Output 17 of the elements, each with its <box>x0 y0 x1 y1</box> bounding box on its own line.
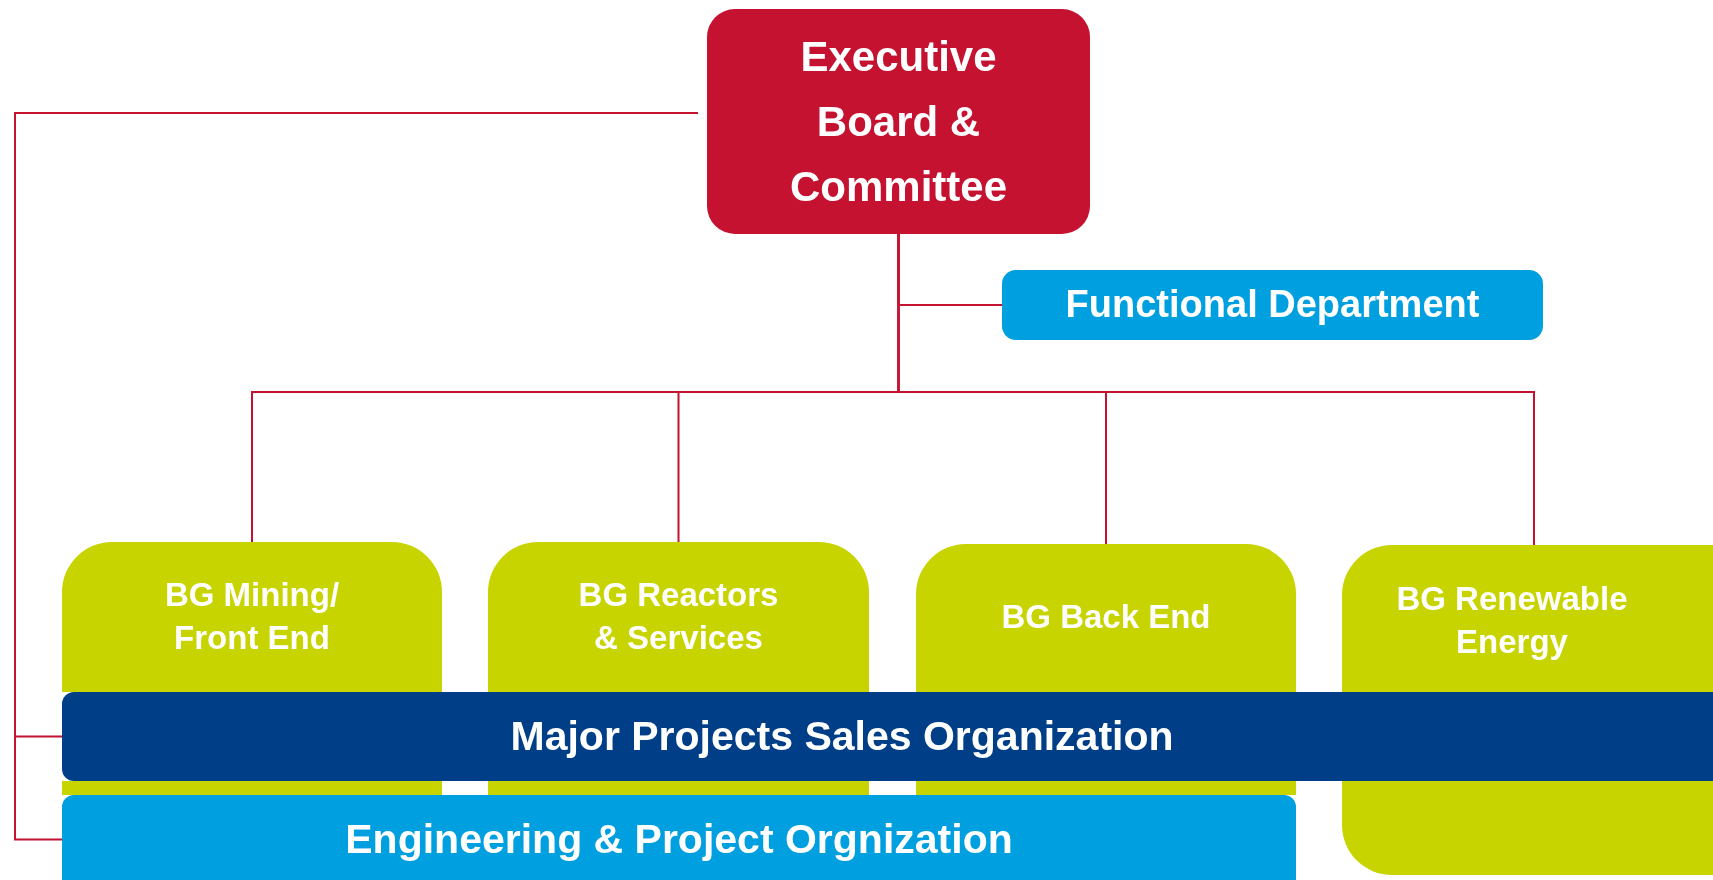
box-base <box>488 781 869 795</box>
box-label: Executive Board & Committee <box>788 31 1008 213</box>
org-box <box>1002 270 1543 340</box>
box-base <box>916 781 1296 795</box>
box-label: Major Projects Sales Organization <box>510 711 1174 761</box>
box-label: Engineering & Project Orgnization <box>345 815 1013 864</box>
connector-line <box>897 233 1535 546</box>
box-label: BG Reactors & Services <box>577 575 780 658</box>
box-label: BG Back End <box>1001 597 1211 637</box>
box-label: BG Mining/ Front End <box>163 575 341 658</box>
org-box <box>62 692 1713 781</box>
org-box <box>62 795 1296 880</box>
box-base <box>1342 781 1713 875</box>
box-label: BG Renewable Energy <box>1395 579 1629 662</box>
box-base <box>62 781 442 795</box>
org-box <box>707 9 1090 234</box>
box-label: Functional Department <box>1065 282 1480 328</box>
